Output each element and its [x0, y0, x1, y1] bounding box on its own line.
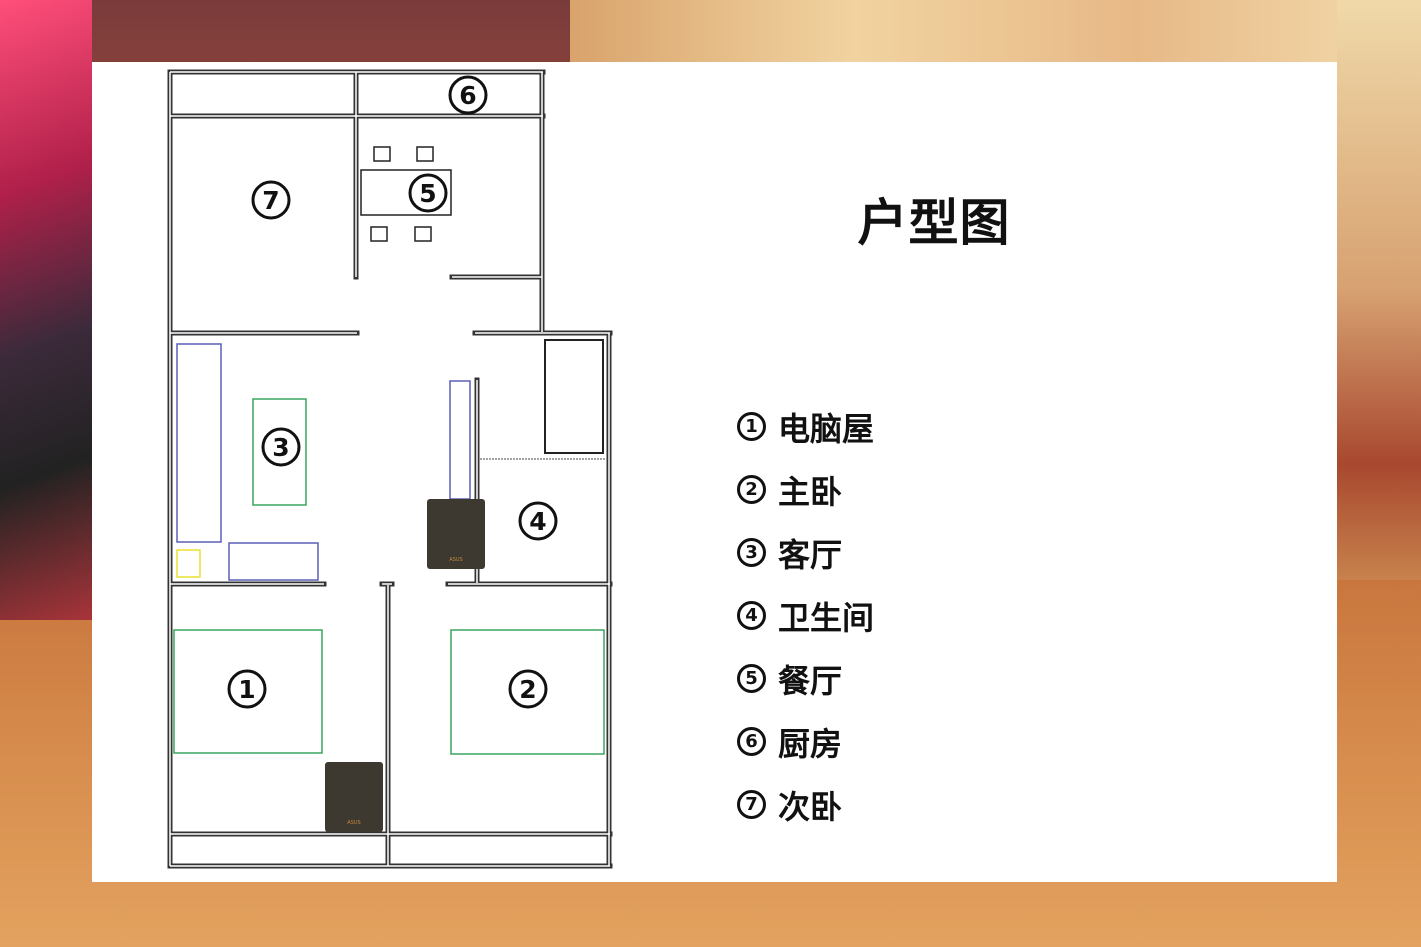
coffee-table: [252, 398, 307, 506]
room-number: 1: [238, 675, 255, 704]
background-photo-top: [570, 0, 1421, 62]
bed: [450, 629, 605, 755]
legend-label: 餐厅: [778, 661, 843, 700]
legend-number: 7: [737, 790, 766, 819]
legend-number: 2: [737, 475, 766, 504]
sofa-side: [228, 542, 319, 581]
legend-label: 厨房: [778, 724, 843, 763]
dining-chair: [373, 146, 391, 162]
legend-number: 6: [737, 727, 766, 756]
room-number: 5: [419, 179, 436, 208]
legend-number: 1: [737, 412, 766, 441]
bathtub: [544, 339, 604, 454]
legend-label: 次卧: [778, 787, 843, 826]
background-photo-left: [0, 0, 92, 620]
room-number-circle: [251, 180, 291, 220]
bed: [173, 629, 323, 754]
room-number-circle: [408, 173, 448, 213]
room-number: 6: [459, 81, 476, 110]
router-logo: ASUS: [449, 557, 462, 563]
router-icon: [325, 762, 383, 832]
room-number: 2: [519, 675, 536, 704]
legend-label: 客厅: [778, 535, 843, 574]
side-table: [176, 549, 201, 578]
dining-chair: [416, 146, 434, 162]
room-number: 3: [272, 433, 289, 462]
room-number-circle: [448, 75, 488, 115]
page-title: 户型图: [857, 194, 1011, 252]
legend-label: 电脑屋: [778, 409, 875, 448]
floor-plan-slide: [92, 62, 1337, 882]
legend-label: 主卧: [778, 472, 843, 511]
legend-number: 5: [737, 664, 766, 693]
legend-item: 5 餐厅: [737, 647, 874, 710]
tv-cabinet: [449, 380, 471, 500]
legend-item: 3 客厅: [737, 521, 874, 584]
legend-item: 7 次卧: [737, 773, 874, 836]
sofa: [176, 343, 222, 543]
router-icon: [427, 499, 485, 569]
legend-item: 4 卫生间: [737, 584, 874, 647]
router-logo: ASUS: [347, 820, 360, 826]
legend-number: 4: [737, 601, 766, 630]
legend-number: 3: [737, 538, 766, 567]
background-photo-right: [1337, 0, 1421, 580]
room-number: 4: [529, 507, 546, 536]
dining-table: [360, 169, 452, 216]
dining-chair: [370, 226, 388, 242]
legend-item: 1 电脑屋: [737, 395, 874, 458]
legend-label: 卫生间: [778, 598, 875, 637]
room-number: 7: [262, 186, 279, 215]
room-number-circle: [508, 669, 548, 709]
dining-chair: [414, 226, 432, 242]
room-legend: 1 电脑屋 2 主卧 3 客厅 4 卫生间 5 餐厅 6 厨房 7 次卧: [737, 395, 874, 836]
legend-item: 2 主卧: [737, 458, 874, 521]
room-number-circle: [261, 427, 301, 467]
legend-item: 6 厨房: [737, 710, 874, 773]
room-number-circle: [518, 501, 558, 541]
room-number-circle: [227, 669, 267, 709]
